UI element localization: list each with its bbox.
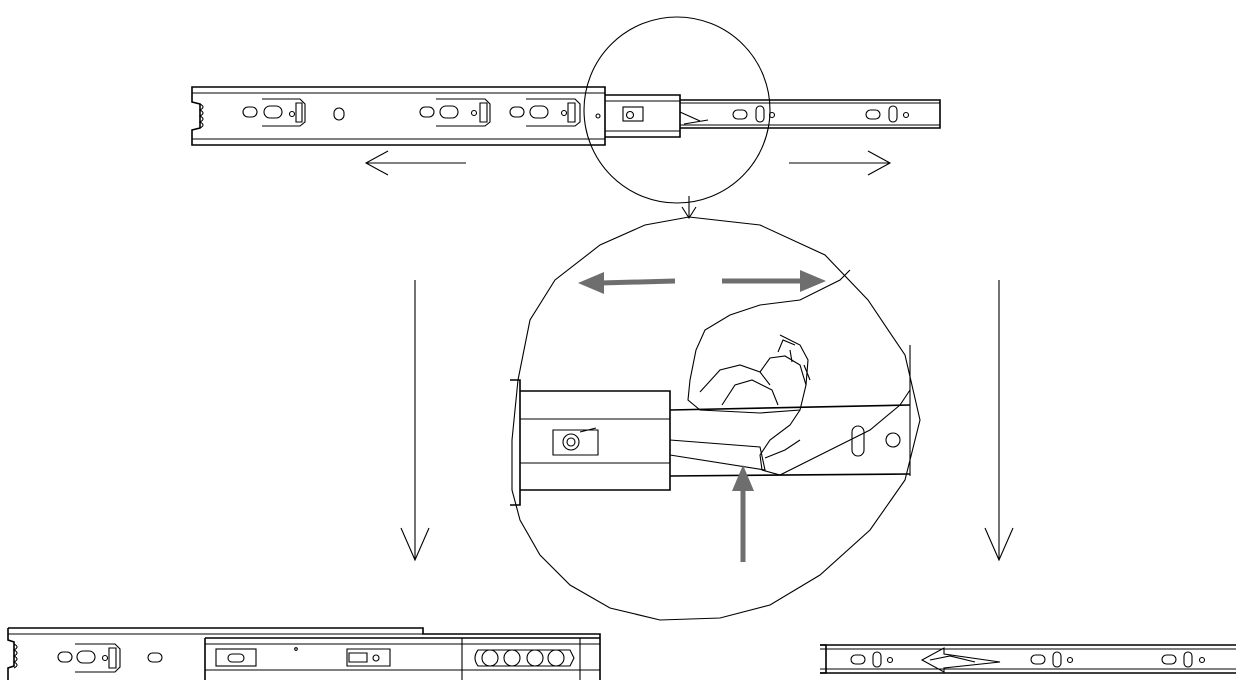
release-arrow-left: [578, 272, 676, 294]
split-right-arrow: [789, 150, 892, 176]
down-arrow-left: [400, 280, 430, 562]
detail-circle: [583, 16, 771, 204]
drawer-member-rail: [820, 644, 1236, 674]
release-arrow-up: [732, 465, 754, 562]
split-left-arrow: [364, 150, 466, 176]
hand-pressing-release-lever: [687, 269, 911, 476]
magnified-detail: [510, 216, 921, 621]
slide-rail-assembled: [191, 86, 941, 146]
release-arrow-right: [722, 270, 826, 292]
cabinet-member-rail: [7, 627, 601, 680]
magnifier-arrow: [681, 196, 697, 220]
down-arrow-right: [984, 280, 1014, 562]
